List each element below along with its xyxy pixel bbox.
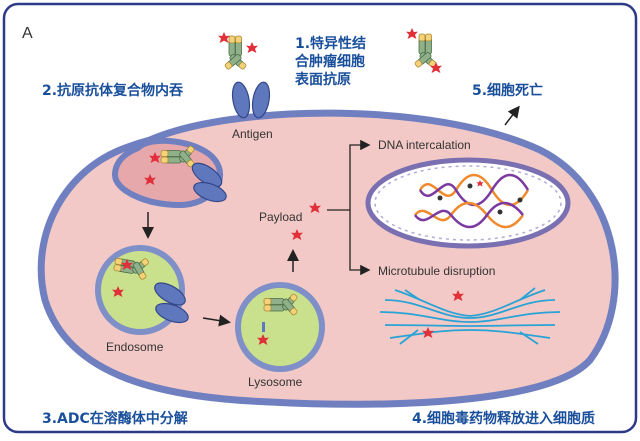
step-1-line-2: 合肿瘤细胞 <box>295 53 365 70</box>
step-1-line-1: 1.特异性结 <box>295 35 366 52</box>
dna-intercalation-label: DNA intercalation <box>378 138 471 152</box>
lysosome <box>235 282 325 372</box>
step-1-line-3: 表面抗原 <box>294 71 351 88</box>
branch-arrows <box>327 139 371 276</box>
surface-antigen <box>231 81 271 119</box>
arrow-endosome-to-lysosome <box>202 314 231 327</box>
step-2-label: 2.抗原抗体复合物内吞 <box>42 82 183 99</box>
payload-label: Payload <box>259 210 302 224</box>
lysosome-label: Lysosome <box>248 375 303 389</box>
mitotic-spindle <box>379 287 561 345</box>
dna-helix-bottom <box>413 201 525 229</box>
panel-letter: A <box>22 25 33 42</box>
step-4-label: 4.细胞毒药物释放进入细胞质 <box>412 410 595 427</box>
nucleus <box>365 157 571 249</box>
endosome-label: Endosome <box>106 340 164 354</box>
arrow-cell-death <box>504 105 520 126</box>
antigen-label: Antigen <box>232 127 273 141</box>
pit-antigen <box>191 162 227 203</box>
endosome <box>95 245 189 335</box>
microtubule-disruption-label: Microtubule disruption <box>378 264 495 278</box>
step-3-label: 3.ADC在溶酶体中分解 <box>42 410 188 427</box>
step-5-label: 5.细胞死亡 <box>472 82 543 99</box>
